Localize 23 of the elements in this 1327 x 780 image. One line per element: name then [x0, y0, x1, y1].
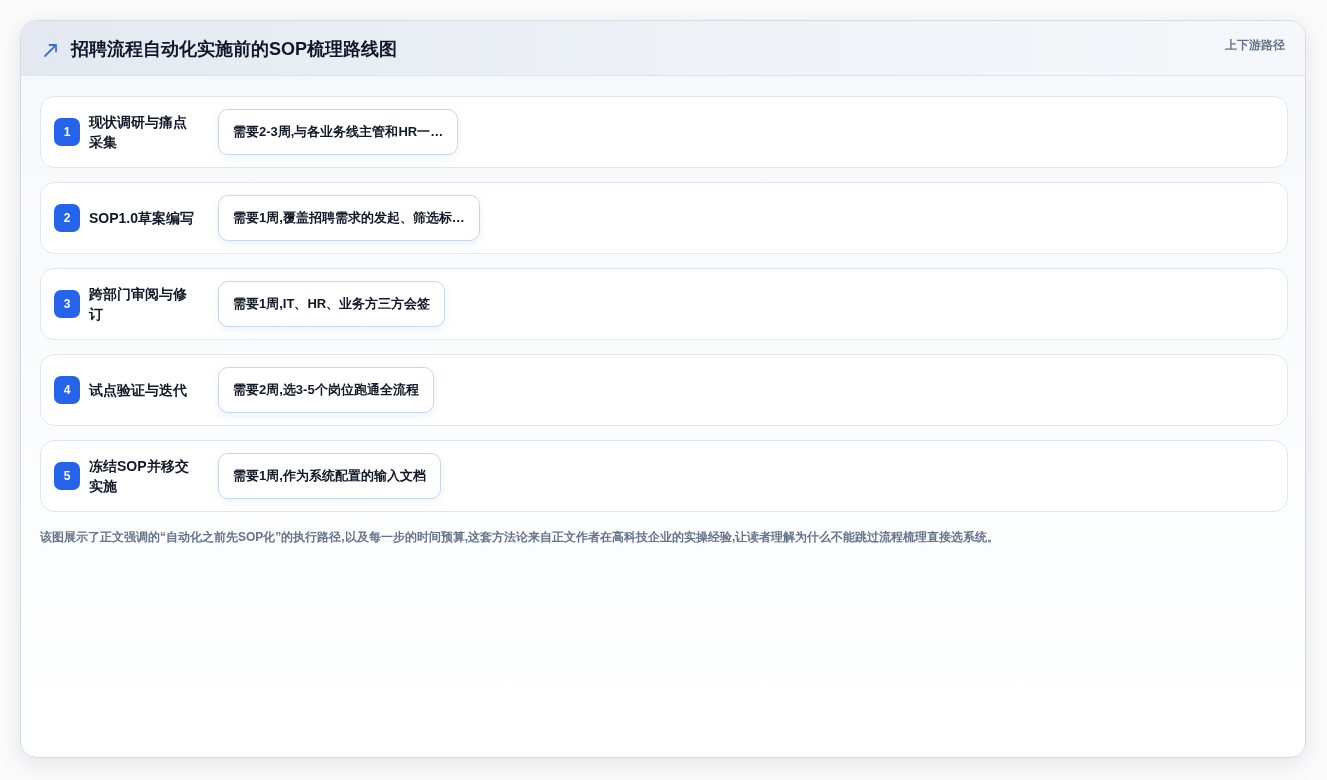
- step-title: 跨部门审阅与修订: [89, 285, 188, 324]
- number-badge: 4: [54, 376, 80, 404]
- step-title: SOP1.0草案编写: [89, 209, 196, 228]
- step-row: [40, 268, 1288, 340]
- note-box: 需要2周,选3-5个岗位跑通全流程: [218, 367, 434, 413]
- step-row: [40, 182, 1288, 254]
- note-box: 需要2-3周,与各业务线主管和HR一…: [218, 109, 459, 155]
- note-box: 需要1周,IT、HR、业务方三方会签: [218, 281, 446, 327]
- number-badge: 1: [54, 118, 80, 146]
- step-title: 现状调研与痛点采集: [89, 113, 188, 152]
- caption: 该图展示了正文强调的“自动化之前先SOP化”的执行路径,以及每一步的时间预算,这套方法论来自正文作者在高科技企业的实操经验,让读者理解为什么不能跳过流程梳理直接选系统。: [40, 529, 1000, 545]
- number-badge: 3: [54, 290, 80, 318]
- step-title: 试点验证与迭代: [89, 381, 188, 400]
- step-title: 冻结SOP并移交实施: [89, 457, 190, 496]
- number-badge: 2: [54, 204, 80, 232]
- header-note: 上下游路径: [1225, 38, 1285, 52]
- step-row: [40, 440, 1288, 512]
- number-badge: 5: [54, 462, 80, 490]
- note-box: 需要1周,覆盖招聘需求的发起、筛选标…: [218, 195, 480, 241]
- title: 招聘流程自动化实施前的SOP梳理路线图: [71, 38, 397, 61]
- note-box: 需要1周,作为系统配置的输入文档: [218, 453, 441, 499]
- step-row: [40, 354, 1288, 426]
- step-row: [40, 96, 1288, 168]
